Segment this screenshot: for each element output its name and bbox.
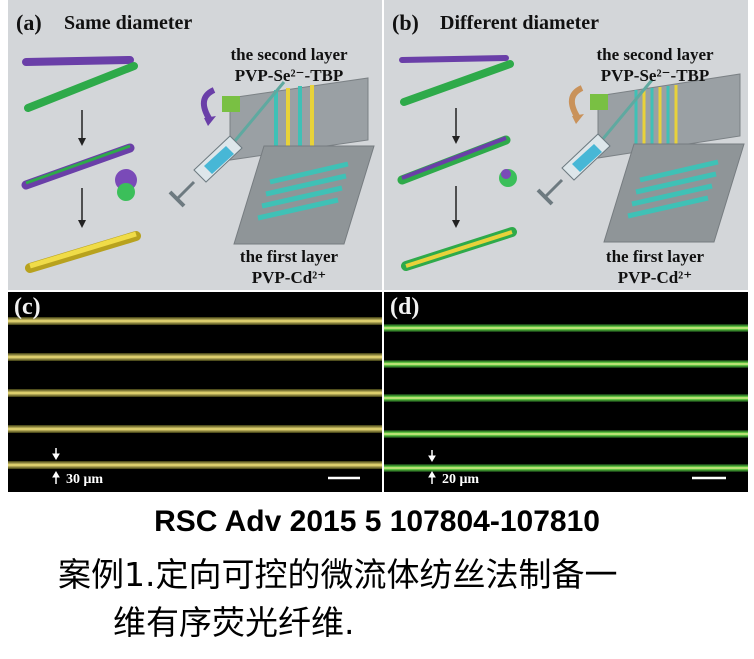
fiber-1 (384, 324, 748, 332)
fiber-3 (8, 389, 382, 397)
rod-green-yellow (401, 227, 517, 271)
fiber-2 (8, 353, 382, 361)
second-layer-formula: PVP-Se²⁻-TBP (600, 66, 710, 85)
rod-coaxial (21, 143, 135, 190)
second-layer-title: the second layer (596, 45, 714, 64)
collector-plate-upper (597, 73, 741, 159)
fiber-2 (384, 360, 748, 368)
panel-d-fibers (384, 324, 748, 484)
second-layer-formula: PVP-Se²⁻-TBP (234, 66, 344, 85)
citation: RSC Adv 2015 5 107804-107810 (154, 505, 600, 538)
rod-pair-purple-green (22, 56, 138, 112)
first-layer-formula: PVP-Cd²⁺ (617, 268, 693, 287)
panel-a-title: Same diameter (64, 12, 193, 34)
panel-b-second-layer-label: the second layer PVP-Se²⁻-TBP (570, 44, 740, 86)
panel-b-label: (b) (392, 10, 419, 35)
panel-d-label: (d) (390, 294, 420, 320)
fiber-1 (8, 317, 382, 325)
second-layer-title: the second layer (230, 45, 348, 64)
panel-c-scale-text: 30 μm (66, 472, 104, 487)
panel-c-fibers (8, 317, 382, 484)
arrow-down-1 (452, 108, 460, 144)
rod-coaxial (397, 135, 511, 185)
rod-pair-purple-green (399, 55, 514, 106)
panel-c-micrograph: (c) 30 μm (8, 292, 382, 492)
panel-d-micrograph: (d) 20 μm (384, 292, 748, 492)
caption-line-2: 维有序荧光纤维. (113, 603, 355, 642)
fiber-5 (8, 461, 382, 469)
panel-d-scale-text: 20 μm (442, 472, 480, 487)
syringe (536, 79, 654, 206)
caption-line-1: 案例1.定向可控的微流体纺丝法制备一 (58, 555, 618, 594)
fiber-4 (384, 430, 748, 438)
panel-b-title: Different diameter (440, 12, 600, 34)
first-layer-title: the first layer (605, 247, 705, 266)
panel-a-first-layer-label: the first layer PVP-Cd²⁺ (204, 246, 374, 288)
fiber-5 (384, 464, 748, 472)
panel-a-schematic: (a) Same diameter the second layer PVP-S… (8, 0, 382, 290)
first-layer-title: the first layer (239, 247, 339, 266)
collector-plate-lower (233, 145, 375, 245)
cross-section-dots (115, 169, 137, 201)
collector-plate-upper (229, 77, 369, 161)
collector-plate-lower (603, 143, 745, 243)
arrow-down-1 (78, 110, 86, 146)
fiber-4 (8, 425, 382, 433)
syringe (168, 81, 286, 208)
panel-a-second-layer-label: the second layer PVP-Se²⁻-TBP (204, 44, 374, 86)
panel-a-label: (a) (16, 10, 42, 35)
arrow-down-2 (452, 186, 460, 228)
fiber-3 (384, 394, 748, 402)
panel-b-schematic: (b) Different diameter the second layer … (384, 0, 748, 290)
panel-b-illustration (397, 55, 745, 271)
panel-c-label: (c) (14, 294, 41, 320)
rotation-arrow (569, 85, 608, 124)
scale-arrows (428, 450, 436, 484)
first-layer-formula: PVP-Cd²⁺ (251, 268, 327, 287)
panel-b-first-layer-label: the first layer PVP-Cd²⁺ (570, 246, 740, 288)
rotation-arrow (201, 87, 240, 126)
rod-yellow (25, 231, 141, 273)
panel-a-illustration (21, 56, 375, 273)
scale-arrows (52, 448, 60, 484)
cross-section-dots (499, 169, 517, 187)
arrow-down-2 (78, 188, 86, 228)
